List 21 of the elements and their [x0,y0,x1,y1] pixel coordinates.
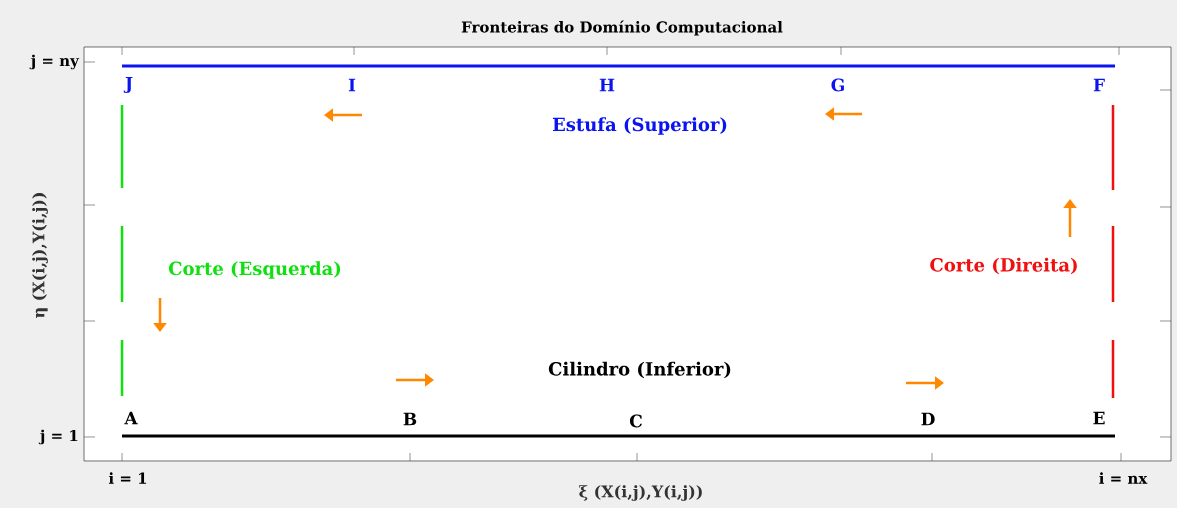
point-label: A [124,411,138,425]
tick-label: j = 1 [38,429,78,445]
point-label: J [123,77,133,93]
point-label: C [629,414,642,428]
point-label: D [921,412,935,426]
region-label: Corte (Direita) [930,257,1077,275]
region-label: Cilindro (Inferior) [548,361,731,379]
title: Fronteiras do Domínio Computacional [461,20,783,36]
point-label: E [1093,411,1105,425]
region-label: Corte (Esquerda) [168,261,341,279]
point-label: B [403,412,417,426]
tick-label: j = ny [29,54,80,70]
axis-label: ξ (X(i,j),Y(i,j)) [579,485,702,501]
point-label: H [599,78,615,92]
point-label: G [831,78,844,92]
axis-label: η (X(i,j),Y(i,j)) [32,193,48,318]
tick-label: i = 1 [108,472,147,484]
point-label: I [348,78,356,92]
region-label: Estufa (Superior) [552,117,727,135]
tick-label: i = nx [1099,472,1148,484]
point-label: F [1093,78,1105,92]
